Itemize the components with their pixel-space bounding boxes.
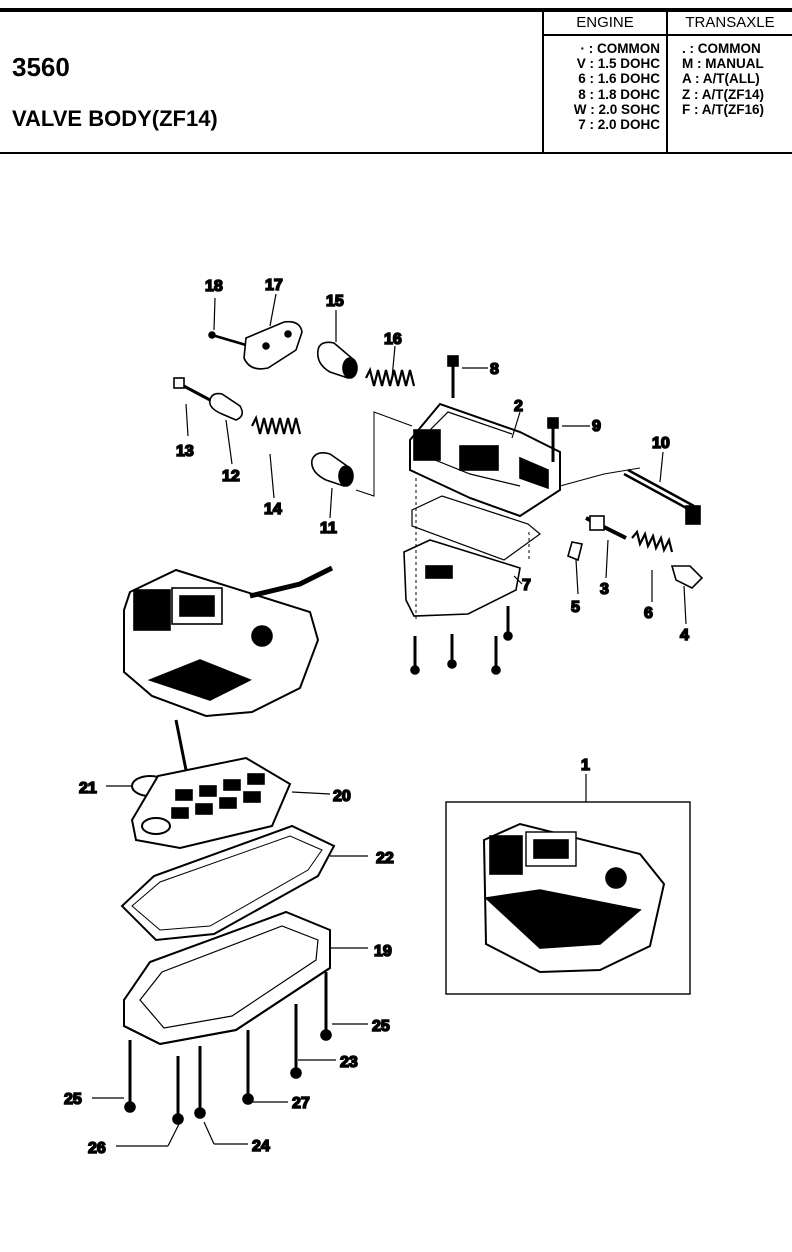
callout-4: 4	[680, 627, 689, 644]
part-11-cup	[310, 411, 413, 497]
callout-18: 18	[205, 278, 223, 295]
leader-lines	[92, 293, 687, 1147]
part-6-spring	[631, 529, 674, 554]
callout-8: 8	[490, 361, 499, 378]
engine-row: W : 2.0 SOHC	[573, 101, 660, 117]
part-22-gasket	[120, 824, 336, 942]
transaxle-row: M : MANUAL	[682, 56, 764, 72]
callout-11: 11	[320, 520, 337, 537]
engine-row: 7 : 2.0 DOHC	[578, 117, 660, 133]
part-8-bolt	[447, 355, 459, 398]
engine-row: 8 : 1.8 DOHC	[578, 86, 660, 102]
callout-23: 23	[340, 1054, 358, 1071]
part-18-bolt	[208, 331, 247, 347]
part-5-clip	[567, 541, 583, 562]
transaxle-row: F : A/T(ZF16)	[682, 101, 764, 117]
valve-body-bolts	[410, 606, 513, 675]
engine-heading: ENGINE	[544, 12, 666, 36]
callout-7: 7	[522, 577, 531, 594]
group-code: 3560	[12, 52, 70, 82]
part-13-bolt	[173, 377, 211, 402]
callout-16: 16	[384, 331, 402, 348]
header-bar: 3560 VALVE BODY(ZF14) ENGINE · : COMMON …	[0, 8, 792, 154]
engine-row: · : COMMON	[580, 41, 660, 56]
engine-legend: ENGINE · : COMMON V : 1.5 DOHC 6 : 1.6 D…	[542, 12, 668, 152]
callout-10: 10	[652, 435, 670, 452]
transaxle-heading: TRANSAXLE	[668, 12, 792, 36]
callout-3: 3	[600, 581, 609, 598]
part-15-cup	[316, 341, 358, 379]
part-16-spring	[365, 366, 416, 387]
callout-21: 21	[79, 780, 97, 797]
page-title: VALVE BODY(ZF14)	[12, 106, 218, 131]
part-14-spring	[251, 414, 302, 435]
engine-row: V : 1.5 DOHC	[576, 56, 660, 72]
callout-12: 12	[222, 468, 240, 485]
part-9-bolt	[547, 417, 559, 462]
callout-14: 14	[264, 501, 282, 518]
callout-6: 6	[644, 605, 653, 622]
callout-9: 9	[592, 418, 601, 435]
callout-19: 19	[374, 943, 392, 960]
callout-24: 24	[252, 1138, 270, 1155]
part-12-plug	[208, 392, 244, 421]
callout-labels: 1 2 3 4 5 6 7 8 9 10 11 12 13 14 15 16 1…	[63, 276, 690, 1158]
callout-27: 27	[292, 1095, 310, 1112]
part-19-oil-pan	[123, 910, 331, 1046]
callout-25-left: 25	[64, 1091, 82, 1108]
callout-13: 13	[176, 443, 194, 460]
callout-17: 17	[265, 277, 283, 294]
callout-5: 5	[571, 599, 580, 616]
part-20-filter	[130, 756, 292, 850]
part-3-valve	[585, 515, 627, 540]
part-10-valve	[559, 467, 701, 525]
part-4-plug	[670, 565, 704, 589]
transaxle-legend: TRANSAXLE . : COMMON M : MANUAL A : A/T(…	[668, 12, 792, 152]
callout-22: 22	[376, 850, 394, 867]
engine-row: 6 : 1.6 DOHC	[578, 71, 660, 87]
transaxle-row: . : COMMON	[682, 41, 761, 56]
transaxle-row: A : A/T(ALL)	[682, 71, 760, 87]
pan-bolts	[124, 972, 332, 1125]
part-2-valve-body-upper	[409, 402, 561, 518]
valve-body-assembly-left	[123, 565, 334, 771]
part-1-assembly-frame	[445, 801, 691, 995]
callout-20: 20	[333, 788, 351, 805]
callout-15: 15	[326, 293, 344, 310]
part-7-plate	[403, 478, 541, 620]
callout-26: 26	[88, 1140, 106, 1157]
callout-2: 2	[514, 398, 523, 415]
callout-25-right: 25	[372, 1018, 390, 1035]
callout-1: 1	[581, 757, 590, 774]
transaxle-row: Z : A/T(ZF14)	[682, 86, 764, 102]
part-17-cover-plate	[243, 320, 303, 370]
